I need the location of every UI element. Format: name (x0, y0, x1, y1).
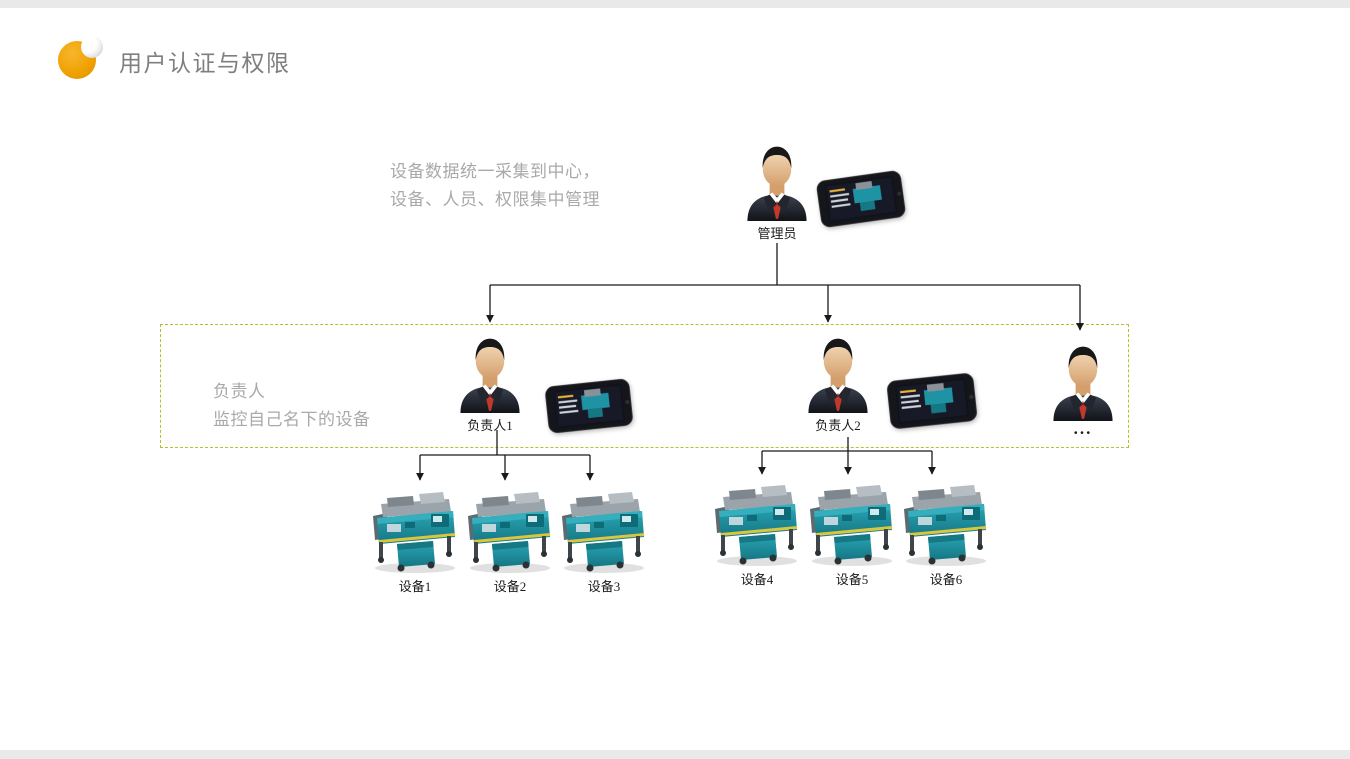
machine-icon (804, 483, 900, 567)
device-node-4: 设备4 (709, 483, 805, 588)
manager3-person-icon (1049, 345, 1117, 421)
manager1-phone-icon (542, 377, 637, 434)
machine-icon (709, 483, 805, 567)
admin-node: 管理员 (743, 145, 811, 242)
slide-top-edge (0, 0, 1350, 8)
manager2-phone-icon (886, 372, 979, 431)
device-node-2: 设备2 (462, 490, 558, 595)
machine-icon (556, 490, 652, 574)
device3-label: 设备3 (587, 579, 621, 594)
manager2-label: 负责人2 (815, 418, 861, 433)
machine-icon (898, 483, 994, 567)
device-node-3: 设备3 (556, 490, 652, 595)
admin-note-line2: 设备、人员、权限集中管理 (390, 190, 600, 209)
manager-note-line1: 负责人 (213, 382, 266, 401)
manager2-person-icon (804, 337, 872, 413)
device-node-1: 设备1 (367, 490, 463, 595)
machine-icon (462, 490, 558, 574)
admin-person-icon (743, 145, 811, 221)
device-node-6: 设备6 (898, 483, 994, 588)
admin-note-line1: 设备数据统一采集到中心， (390, 162, 600, 181)
device6-label: 设备6 (929, 572, 963, 587)
manager-note: 负责人 监控自己名下的设备 (213, 378, 371, 434)
device5-label: 设备5 (835, 572, 869, 587)
page-title: 用户认证与权限 (119, 50, 291, 76)
manager3-label: ... (1073, 419, 1093, 438)
device4-label: 设备4 (740, 572, 774, 587)
logo-white-circle (81, 36, 103, 58)
brand-logo-icon (58, 36, 108, 84)
device-node-5: 设备5 (804, 483, 900, 588)
admin-note: 设备数据统一采集到中心， 设备、人员、权限集中管理 (390, 158, 600, 214)
device2-label: 设备2 (493, 579, 527, 594)
slide-bottom-edge (0, 750, 1350, 759)
manager-node-1: 负责人1 (456, 337, 524, 434)
admin-label: 管理员 (757, 226, 797, 241)
manager-node-3: ... (1049, 345, 1117, 439)
device1-label: 设备1 (398, 579, 432, 594)
manager1-person-icon (456, 337, 524, 413)
manager1-label: 负责人1 (467, 418, 513, 433)
managers-zone (160, 324, 1129, 448)
manager-note-line2: 监控自己名下的设备 (213, 410, 371, 429)
manager-node-2: 负责人2 (804, 337, 872, 434)
machine-icon (367, 490, 463, 574)
